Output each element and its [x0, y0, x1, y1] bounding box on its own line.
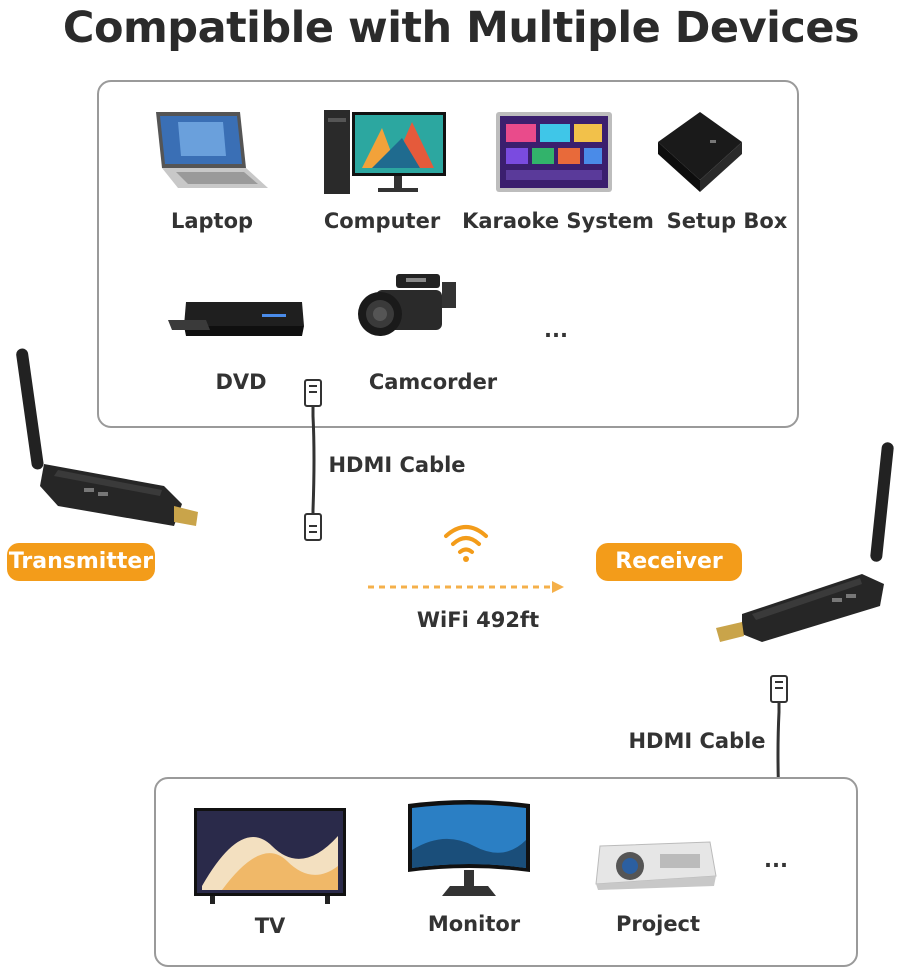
karaoke-system-label: Karaoke System — [462, 209, 654, 233]
more-displays: ... — [764, 848, 788, 872]
monitor-icon — [404, 800, 534, 898]
wifi-icon — [442, 520, 490, 564]
wifi-arrow — [366, 580, 566, 594]
set-top-box-icon — [654, 108, 746, 196]
hdmi-cable-top — [300, 376, 326, 546]
hdmi-cable-top-label: HDMI Cable — [328, 453, 466, 477]
receiver-badge: Receiver — [596, 543, 742, 581]
camcorder-icon — [356, 268, 460, 344]
tv-label: TV — [254, 914, 286, 938]
wifi-range-label: WiFi 492ft — [416, 608, 540, 632]
dvd-label: DVD — [215, 370, 267, 394]
projector-label: Project — [615, 912, 701, 936]
karaoke-screen-icon — [494, 110, 614, 194]
setup-box-label: Setup Box — [666, 209, 788, 233]
transmitter-icon — [14, 346, 204, 532]
camcorder-label: Camcorder — [368, 370, 498, 394]
projector-icon — [590, 836, 720, 892]
transmitter-badge: Transmitter — [7, 543, 155, 581]
desktop-computer-icon — [322, 108, 448, 196]
laptop-icon — [148, 110, 270, 194]
computer-label: Computer — [323, 209, 441, 233]
hdmi-cable-bottom-label: HDMI Cable — [628, 729, 766, 753]
receiver-icon — [712, 438, 902, 648]
dvd-player-icon — [166, 296, 306, 342]
monitor-label: Monitor — [427, 912, 521, 936]
laptop-label: Laptop — [170, 209, 254, 233]
more-sources: ... — [544, 318, 568, 342]
tv-icon — [192, 806, 348, 906]
page-title: Compatible with Multiple Devices — [62, 3, 860, 53]
